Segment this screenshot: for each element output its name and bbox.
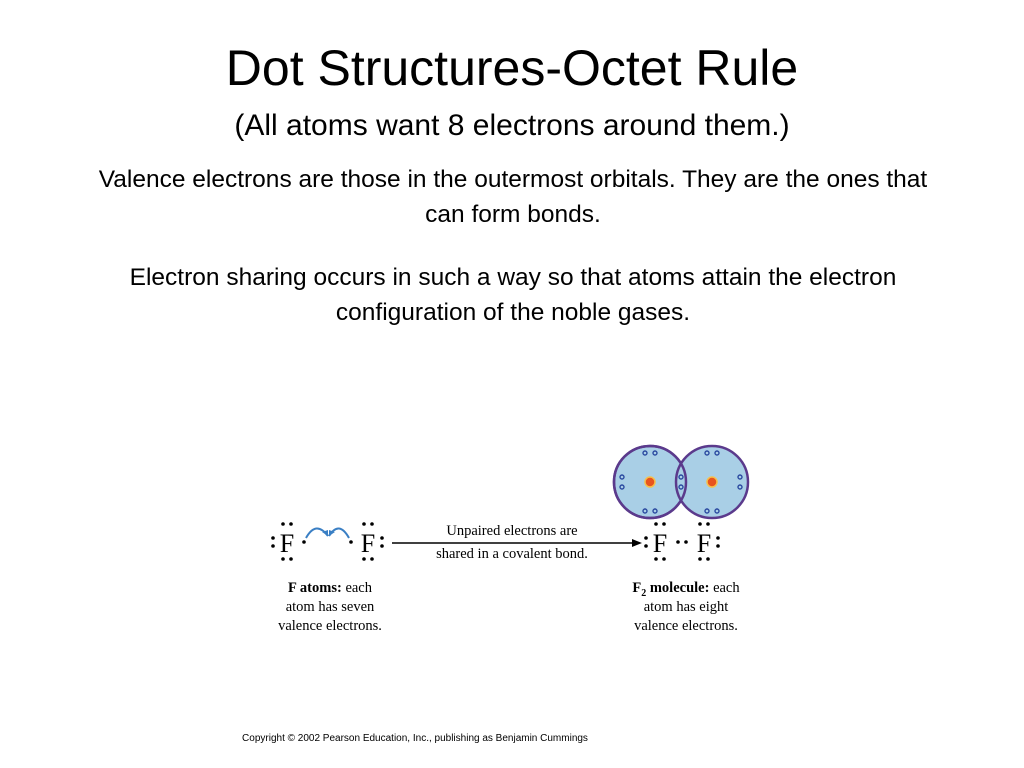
f2-orbital-diagram bbox=[612, 444, 750, 520]
f-atom-1-symbol: F bbox=[280, 529, 294, 558]
f-atoms-caption-line3: valence electrons. bbox=[278, 618, 382, 634]
f-atoms-caption-line2: atom has seven bbox=[286, 599, 375, 615]
svg-text:F2 molecule: each: F2 molecule: each bbox=[632, 580, 740, 599]
f2-molecule-dot-structure: F F bbox=[644, 522, 720, 561]
f-atoms-caption-rest: each bbox=[342, 580, 373, 596]
right-nucleus bbox=[706, 476, 718, 488]
bonding-arrow: Unpaired electrons are shared in a coval… bbox=[392, 523, 642, 562]
arrow-caption-line1: Unpaired electrons are bbox=[446, 523, 577, 539]
f2-caption-bold-main: F bbox=[632, 580, 641, 596]
paragraph-valence-electrons: Valence electrons are those in the outer… bbox=[98, 166, 928, 228]
slide-title: Dot Structures-Octet Rule bbox=[225, 40, 799, 96]
fluorine-bonding-figure: F F bbox=[250, 440, 770, 650]
f-atoms-dot-structure: F F bbox=[271, 522, 384, 561]
copyright-notice: Copyright © 2002 Pearson Education, Inc.… bbox=[242, 733, 588, 744]
paragraph-electron-sharing: Electron sharing occurs in such a way so… bbox=[129, 264, 897, 326]
f2-atom-2-symbol: F bbox=[697, 529, 711, 558]
orbital-electrons bbox=[619, 450, 743, 514]
left-nucleus bbox=[644, 476, 656, 488]
f2-atom-1-symbol: F bbox=[653, 529, 667, 558]
f2-caption-bold-rest: molecule: bbox=[646, 580, 709, 596]
f2-molecule-caption: F2 molecule: each atom has eight valence… bbox=[632, 580, 740, 634]
f-atoms-caption: F atoms: each atom has seven valence ele… bbox=[278, 580, 382, 634]
f-atom-2-symbol: F bbox=[361, 529, 375, 558]
f2-caption-subscript: 2 bbox=[641, 588, 646, 599]
f2-caption-line3: valence electrons. bbox=[634, 618, 738, 634]
slide-subtitle: (All atoms want 8 electrons around them.… bbox=[234, 109, 790, 142]
svg-text:F atoms: each: F atoms: each bbox=[288, 580, 373, 596]
f-atoms-caption-bold: F atoms: bbox=[288, 580, 342, 596]
f2-caption-rest: each bbox=[709, 580, 740, 596]
arrow-caption-line2: shared in a covalent bond. bbox=[436, 546, 588, 562]
f2-caption-line2: atom has eight bbox=[644, 599, 729, 615]
